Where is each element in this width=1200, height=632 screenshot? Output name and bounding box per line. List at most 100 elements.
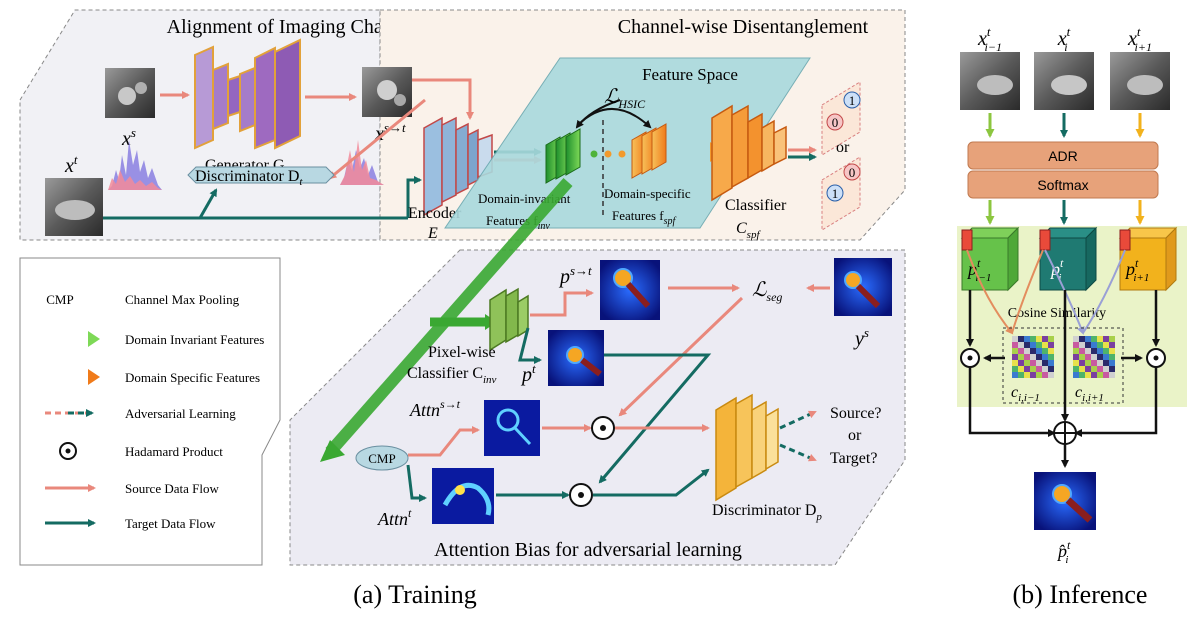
- arrow-xt-to-discriminator: [198, 188, 218, 219]
- svg-text:Softmax: Softmax: [1037, 177, 1088, 193]
- similarity-tile: [1097, 354, 1103, 360]
- arrow-invariant-to-cmp: [325, 178, 573, 456]
- similarity-tile: [1085, 366, 1091, 372]
- legend-label-target-flow: Target Data Flow: [125, 516, 216, 531]
- similarity-region: [1002, 327, 1124, 404]
- legend-label-cmp: Channel Max Pooling: [125, 292, 240, 307]
- hadamard-node-source: [591, 416, 615, 440]
- similarity-tile: [1079, 360, 1085, 366]
- dot-orange-2: [618, 150, 626, 158]
- similarity-tile: [1018, 348, 1024, 354]
- similarity-tile: [1073, 372, 1079, 378]
- svg-text:Feature Space: Feature Space: [642, 65, 738, 84]
- similarity-tile: [1012, 360, 1018, 366]
- similarity-tile: [1109, 354, 1115, 360]
- encoder-block: [423, 116, 493, 217]
- svg-text:0: 0: [849, 165, 856, 180]
- similarity-tile: [1036, 372, 1042, 378]
- legend-label-source-flow: Source Data Flow: [125, 481, 219, 496]
- similarity-tile: [1097, 366, 1103, 372]
- sum-node: [1053, 421, 1077, 445]
- similarity-map-next: [1073, 336, 1115, 378]
- svg-text:ADR: ADR: [1048, 148, 1078, 164]
- svg-text:1: 1: [849, 93, 856, 108]
- similarity-tile: [1036, 342, 1042, 348]
- similarity-tile: [1091, 366, 1097, 372]
- image-x-prev: [960, 52, 1020, 110]
- image-x-next: [1110, 52, 1170, 110]
- similarity-tile: [1036, 354, 1042, 360]
- similarity-tile: [1018, 342, 1024, 348]
- similarity-tile: [1030, 348, 1036, 354]
- heatmap-output: [1034, 472, 1096, 530]
- arrow-pnext-cosine: [1082, 249, 1126, 334]
- image-x-s: [105, 68, 155, 118]
- similarity-tile: [1103, 360, 1109, 366]
- similarity-tile: [1109, 336, 1115, 342]
- target-question: Target?: [830, 450, 877, 467]
- similarity-tile: [1018, 336, 1024, 342]
- encoder-label-1: Encoder: [408, 205, 462, 222]
- similarity-tile: [1012, 372, 1018, 378]
- similarity-tile: [1042, 348, 1048, 354]
- arrow-pprev-cosine: [966, 249, 1014, 335]
- label-p-st: ps→t: [558, 263, 592, 288]
- similarity-tile: [1024, 354, 1030, 360]
- label-p-t: pt: [520, 361, 536, 386]
- cube-p-cur: [1038, 226, 1098, 292]
- similarity-tile: [1030, 336, 1036, 342]
- arrow-xst-to-encoder: [412, 78, 474, 120]
- label-attn-t: Attnt: [377, 506, 412, 529]
- similarity-tile: [1030, 372, 1036, 378]
- similarity-tile: [1036, 336, 1042, 342]
- similarity-tile: [1085, 372, 1091, 378]
- heatmap-y-s: [834, 258, 892, 316]
- legend: CMP Channel Max Pooling Domain Invariant…: [45, 292, 264, 531]
- similarity-tile: [1073, 360, 1079, 366]
- similarity-tile: [1103, 372, 1109, 378]
- similarity-tile: [1097, 372, 1103, 378]
- label-attn-st: Attns→t: [409, 397, 461, 420]
- similarity-map-prev: [1012, 336, 1054, 378]
- classifier-spf-label-2: Cspf: [736, 220, 761, 241]
- hsic-label: ℒHSIC: [604, 86, 646, 111]
- similarity-tile: [1097, 342, 1103, 348]
- label-c-next: ci,i+1: [1075, 384, 1104, 404]
- discriminator-dp-block: [715, 393, 779, 502]
- adr-box: ADR: [967, 141, 1159, 170]
- similarity-tile: [1103, 354, 1109, 360]
- similarity-tile: [1073, 342, 1079, 348]
- similarity-tile: [1048, 354, 1054, 360]
- similarity-tile: [1048, 372, 1054, 378]
- similarity-tile: [1036, 366, 1042, 372]
- similarity-tile: [1091, 342, 1097, 348]
- similarity-tile: [1042, 366, 1048, 372]
- arrow-hadamard-target-to-dp: [593, 468, 710, 497]
- similarity-tile: [1091, 372, 1097, 378]
- cosine-similarity-label: Cosine Similarity: [995, 304, 1120, 321]
- disentangle-title: Channel-wise Disentanglement: [618, 16, 869, 38]
- similarity-tile: [1079, 366, 1085, 372]
- domain-label-box-2: 1 0: [821, 156, 861, 231]
- similarity-tile: [1048, 342, 1054, 348]
- similarity-tile: [1079, 354, 1085, 360]
- loss-seg-label: ℒseg: [752, 279, 782, 304]
- similarity-tile: [1103, 348, 1109, 354]
- similarity-tile: [1103, 336, 1109, 342]
- source-question: Source?: [830, 405, 882, 422]
- similarity-tile: [1012, 366, 1018, 372]
- similarity-tile: [1085, 342, 1091, 348]
- arrow-dp-to-target: [779, 443, 817, 462]
- similarity-tile: [1048, 366, 1054, 372]
- similarity-tile: [1030, 342, 1036, 348]
- arrow-xt-to-encoder: [406, 176, 422, 218]
- similarity-tile: [1103, 342, 1109, 348]
- discriminator-dp-label: Discriminator Dp: [712, 502, 822, 523]
- arrow-pixel-to-pst: [530, 289, 594, 317]
- similarity-tile: [1030, 360, 1036, 366]
- hadamard-node-prev: [960, 348, 980, 368]
- similarity-tile: [1024, 372, 1030, 378]
- similarity-tile: [1012, 336, 1018, 342]
